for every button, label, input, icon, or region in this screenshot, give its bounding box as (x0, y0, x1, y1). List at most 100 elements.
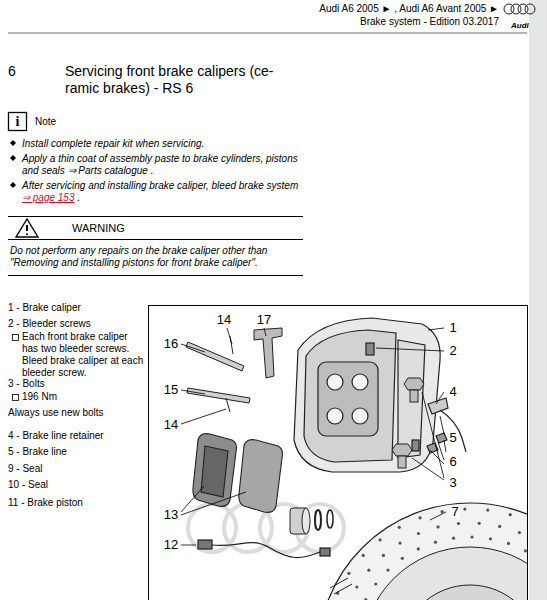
guide-pins (226, 336, 233, 412)
callout-number: 17 (256, 313, 272, 327)
wear-sensor (320, 548, 330, 556)
leader-line (181, 486, 246, 515)
pad-spring (254, 328, 282, 378)
part-note: Each front brake caliper has two bleeder… (22, 331, 146, 379)
callout-number: 5 (448, 431, 457, 445)
drill-hole (374, 582, 377, 585)
leader-line (227, 328, 232, 344)
drill-hole (452, 537, 455, 540)
part-item: 3 - Bolts (8, 378, 45, 390)
drill-hole (398, 526, 401, 529)
drill-hole (401, 557, 404, 560)
drill-hole (478, 522, 481, 525)
checkbox (13, 395, 19, 401)
brake-line (427, 398, 466, 453)
part-note: Always use new bolts (8, 407, 104, 419)
drill-hole (486, 508, 489, 511)
note-text: Install complete repair kit when servici… (22, 138, 322, 150)
brake-caliper (352, 408, 368, 424)
drill-hole (382, 554, 385, 557)
brake-disc (318, 503, 527, 600)
wear-sensor (198, 540, 212, 549)
part-item: 4 - Brake line retainer (8, 430, 104, 442)
audi-logo (504, 4, 535, 14)
drill-hole (367, 569, 370, 572)
callout-number: 16 (163, 337, 179, 351)
bolts (410, 390, 418, 402)
brake-disc (400, 585, 527, 600)
drill-hole (417, 547, 420, 550)
header-text: Audi A6 2005 ► , Audi A6 Avant 2005 ► (319, 3, 499, 15)
bullet (10, 155, 16, 161)
bullet (10, 140, 16, 188)
part-item: 10 - Seal (8, 479, 48, 491)
note-text: . (78, 192, 81, 204)
note-icon (9, 113, 27, 131)
watermark (296, 504, 344, 552)
bolts (392, 378, 424, 468)
leader-line (181, 390, 205, 394)
drill-hole (509, 513, 512, 516)
leader-line (181, 545, 196, 546)
brake-line (440, 410, 466, 452)
section-number: 6 (8, 63, 16, 80)
leader-line (181, 409, 226, 424)
wear-sensor (212, 543, 320, 558)
guide-pins (187, 388, 250, 403)
wear-sensor (198, 540, 330, 558)
checkbox (13, 335, 19, 401)
side-band (529, 0, 547, 600)
brake-caliper (327, 374, 343, 390)
warning-box: WARNINGDo not perform any repairs on the… (8, 216, 303, 276)
leader-line (376, 348, 444, 351)
drill-hole (518, 531, 521, 534)
part-item: 2 - Bleeder screws (8, 318, 91, 330)
audi-logo (525, 4, 535, 14)
brake-caliper (294, 318, 440, 472)
callout-number: 1 (448, 321, 457, 335)
piston-and-seals (327, 510, 333, 528)
leader-line (440, 416, 446, 452)
brake-pads (193, 434, 237, 507)
drill-hole (489, 537, 492, 540)
bolts (398, 456, 406, 468)
piston-and-seals (302, 508, 310, 534)
callout-number: 4 (448, 385, 457, 399)
header-text: Brake system - Edition 03.2017 (360, 16, 499, 28)
warning-text: Do not perform any repairs on the brake … (8, 240, 303, 273)
drill-hole (386, 569, 389, 572)
leader-line (436, 392, 444, 404)
drill-hole (441, 510, 444, 513)
drill-hole (347, 572, 350, 575)
part-item: 5 - Brake line (8, 446, 67, 458)
callout-number: 14 (163, 418, 179, 432)
brake-caliper (304, 330, 396, 462)
drill-hole (470, 535, 473, 538)
drill-hole (364, 598, 367, 600)
part-item: 1 - Brake caliper (8, 302, 81, 314)
brake-pads (201, 446, 228, 497)
callout-number: 2 (448, 344, 457, 358)
drill-hole (463, 507, 466, 510)
callout-number: 12 (163, 538, 179, 552)
brake-disc (362, 547, 527, 600)
guide-pins (186, 342, 244, 371)
drill-hole (398, 541, 401, 544)
drill-hole (498, 525, 501, 528)
leader-line (430, 512, 446, 520)
logo-text: Audi (511, 20, 529, 32)
brake-caliper (366, 343, 374, 355)
piston-and-seals (315, 510, 321, 530)
page-link: ⇒ page 153 (22, 192, 75, 204)
checkbox (13, 335, 19, 341)
bullet (10, 182, 16, 188)
bolts (404, 378, 424, 390)
warning-triangle (16, 219, 38, 237)
callout-number: 7 (450, 505, 459, 519)
guide-pins (186, 336, 250, 412)
leader-line (428, 328, 444, 330)
piston-and-seals (330, 578, 352, 594)
drill-hole (436, 525, 439, 528)
drill-hole (524, 549, 527, 552)
